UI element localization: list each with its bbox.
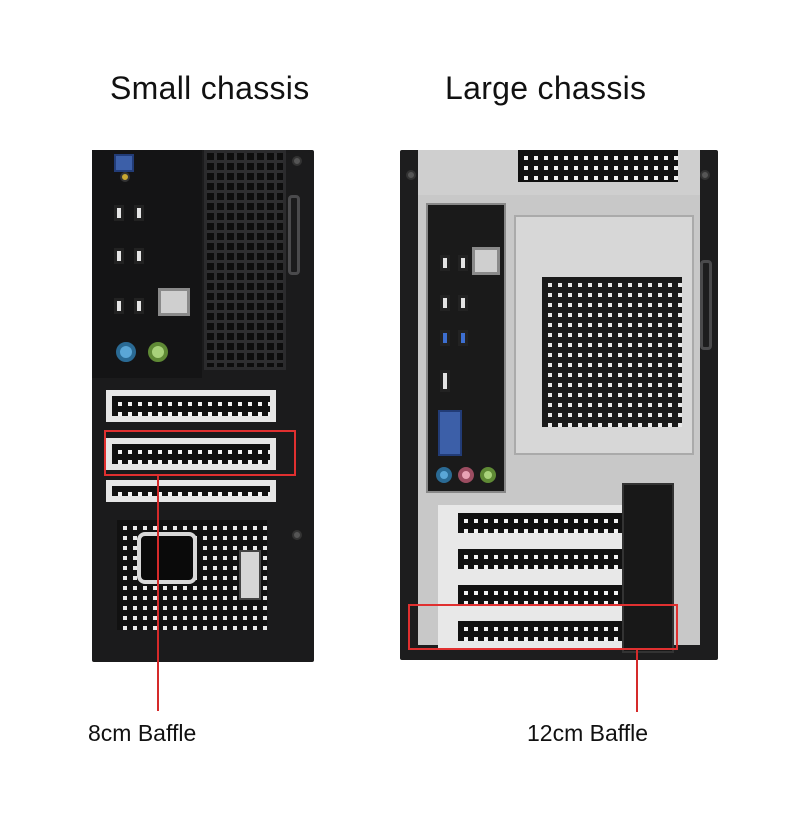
screw-icon	[292, 156, 302, 166]
usb-port	[134, 298, 144, 314]
large-baffle-highlight	[408, 604, 678, 650]
usb-port	[134, 248, 144, 264]
small-handle	[288, 195, 300, 275]
small-io-panel	[92, 150, 202, 378]
usb-port	[440, 255, 450, 271]
audio-jack	[436, 467, 452, 483]
power-supply	[117, 520, 267, 630]
screw-icon	[292, 530, 302, 540]
large-io-panel	[426, 203, 506, 493]
usb-port	[114, 205, 124, 221]
expansion-slot	[106, 438, 276, 470]
usb3-port	[458, 330, 468, 346]
usb-port	[458, 295, 468, 311]
ethernet-port	[472, 247, 500, 275]
usb-port	[114, 298, 124, 314]
expansion-slot	[438, 541, 653, 577]
large-handle	[700, 260, 712, 350]
fan-plate	[514, 215, 694, 455]
audio-jack	[458, 467, 474, 483]
usb-port	[134, 205, 144, 221]
expansion-slot	[106, 390, 276, 422]
audio-jack	[116, 342, 136, 362]
small-chassis-title: Small chassis	[110, 70, 310, 106]
baffle-bracket	[622, 483, 674, 653]
screw-icon	[120, 172, 130, 182]
expansion-slot	[106, 480, 276, 502]
large-baffle-caption: 12cm Baffle	[527, 720, 649, 746]
audio-jack	[148, 342, 168, 362]
usb-port	[440, 295, 450, 311]
ethernet-port	[158, 288, 190, 316]
expansion-slot	[438, 613, 653, 649]
displayport	[440, 370, 450, 392]
large-body-panel	[418, 195, 700, 649]
large-top-panel	[418, 150, 700, 195]
usb3-port	[440, 330, 450, 346]
large-baffle-leader-line	[636, 650, 638, 712]
large-chassis-title: Large chassis	[445, 70, 647, 106]
power-switch	[239, 550, 261, 600]
expansion-slot	[438, 505, 653, 541]
small-baffle-leader-line	[157, 476, 159, 711]
small-chassis-image	[92, 150, 314, 662]
power-socket-icon	[137, 532, 197, 584]
usb-port	[114, 248, 124, 264]
fan-grill	[542, 277, 682, 427]
screw-icon	[406, 170, 416, 180]
expansion-slot	[438, 577, 653, 613]
large-chassis-image	[400, 150, 718, 660]
small-baffle-caption: 8cm Baffle	[88, 720, 197, 746]
small-baffle-highlight	[104, 430, 296, 476]
screw-icon	[700, 170, 710, 180]
usb-port	[458, 255, 468, 271]
vga-port	[438, 410, 462, 456]
audio-jack	[480, 467, 496, 483]
small-vent-grill	[204, 150, 286, 370]
vga-port	[114, 154, 134, 172]
